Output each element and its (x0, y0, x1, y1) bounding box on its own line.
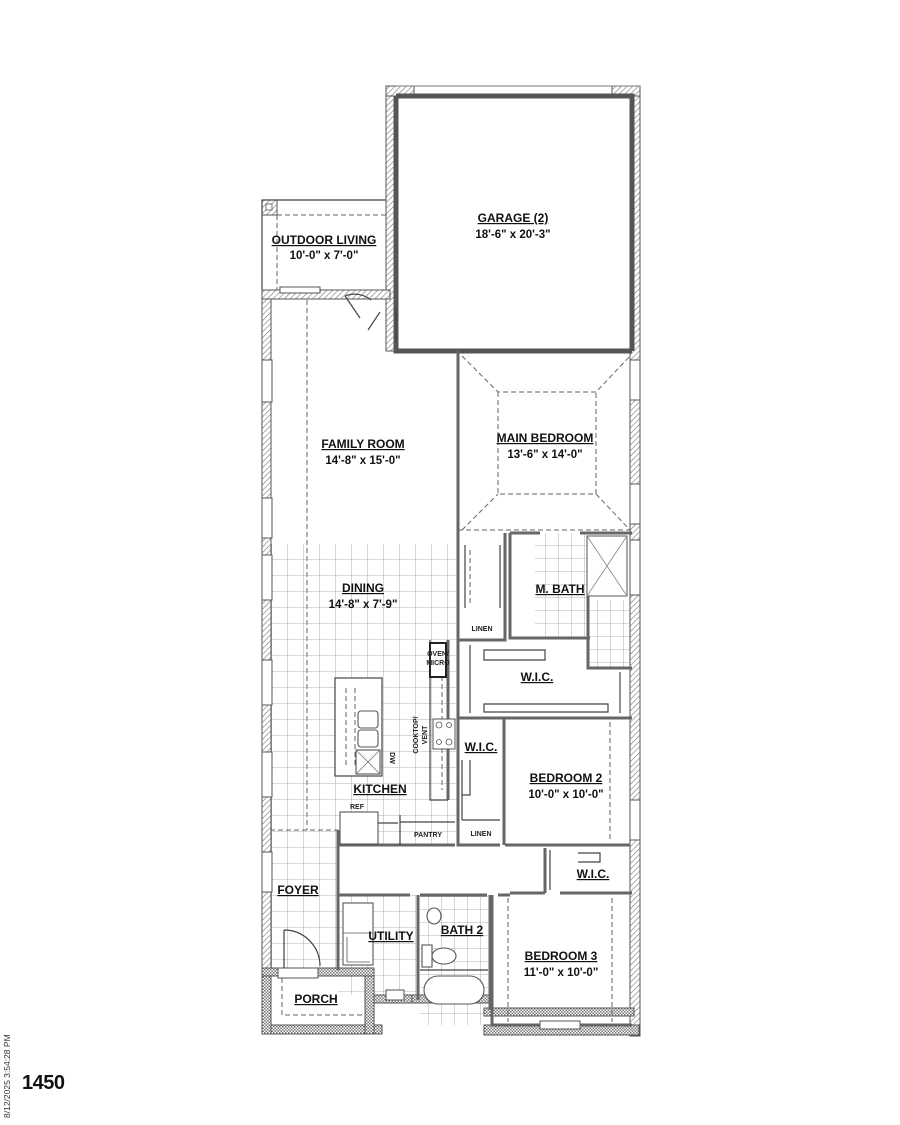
label-pantry: PANTRY (414, 832, 442, 839)
tile-floors (270, 533, 630, 1025)
room-wic-3: W.I.C. (577, 867, 610, 881)
label-oven: OVEN/ (427, 651, 449, 658)
room-bedroom-2: BEDROOM 2 10'-0" x 10'-0" (528, 771, 603, 801)
svg-text:10'-0" x 10'-0": 10'-0" x 10'-0" (528, 789, 603, 801)
label-dw: DW (388, 752, 395, 764)
svg-text:14'-8" x 15'-0": 14'-8" x 15'-0" (325, 455, 400, 467)
room-utility: UTILITY (368, 929, 413, 943)
room-bedroom-3: BEDROOM 3 11'-0" x 10'-0" (524, 949, 599, 979)
label-cooktop: COOKTOP/ VENT (413, 716, 429, 753)
label-linen-main: LINEN (472, 626, 493, 633)
svg-text:FAMILY ROOM: FAMILY ROOM (321, 437, 404, 451)
label-micro: MICRO (426, 660, 450, 667)
room-porch: PORCH (294, 992, 337, 1006)
room-labels: GARAGE (2) 18'-6" x 20'-3" OUTDOOR LIVIN… (272, 211, 610, 1006)
room-foyer: FOYER (277, 883, 319, 897)
svg-text:VENT: VENT (422, 725, 429, 744)
room-wic-2: W.I.C. (465, 740, 498, 754)
svg-text:18'-6" x 20'-3": 18'-6" x 20'-3" (475, 229, 550, 241)
svg-text:BEDROOM 3: BEDROOM 3 (525, 949, 598, 963)
room-garage: GARAGE (2) 18'-6" x 20'-3" (475, 211, 550, 241)
svg-text:MAIN BEDROOM: MAIN BEDROOM (497, 431, 594, 445)
label-linen-hall: LINEN (471, 831, 492, 838)
svg-text:11'-0" x 10'-0": 11'-0" x 10'-0" (524, 967, 599, 979)
room-bath-2: BATH 2 (441, 923, 484, 937)
fixture-labels: LINEN LINEN OVEN/ MICRO COOKTOP/ VENT DW… (350, 626, 493, 839)
room-family-room: FAMILY ROOM 14'-8" x 15'-0" (321, 437, 404, 467)
svg-text:BEDROOM 2: BEDROOM 2 (530, 771, 603, 785)
plan-number: 1450 (22, 1072, 65, 1094)
svg-text:10'-0" x 7'-0": 10'-0" x 7'-0" (290, 250, 359, 262)
room-outdoor-living: OUTDOOR LIVING 10'-0" x 7'-0" (272, 233, 377, 262)
svg-text:DINING: DINING (342, 581, 384, 595)
room-dining: DINING 14'-8" x 7'-9" (329, 581, 398, 611)
svg-text:14'-8" x 7'-9": 14'-8" x 7'-9" (329, 599, 398, 611)
room-main-bedroom: MAIN BEDROOM 13'-6" x 14'-0" (497, 431, 594, 461)
room-m-bath: M. BATH (535, 582, 584, 596)
room-kitchen: KITCHEN (353, 782, 406, 796)
interior-walls (261, 85, 640, 1027)
label-ref: REF (350, 804, 365, 811)
svg-text:GARAGE (2): GARAGE (2) (478, 211, 549, 225)
svg-text:COOKTOP/: COOKTOP/ (413, 716, 420, 753)
svg-text:OUTDOOR LIVING: OUTDOOR LIVING (272, 233, 377, 247)
timestamp: 8/12/2025 3:54:28 PM (2, 1034, 12, 1118)
room-main-wic: W.I.C. (521, 670, 554, 684)
svg-text:13'-6" x 14'-0": 13'-6" x 14'-0" (507, 449, 582, 461)
windows (261, 286, 641, 1030)
